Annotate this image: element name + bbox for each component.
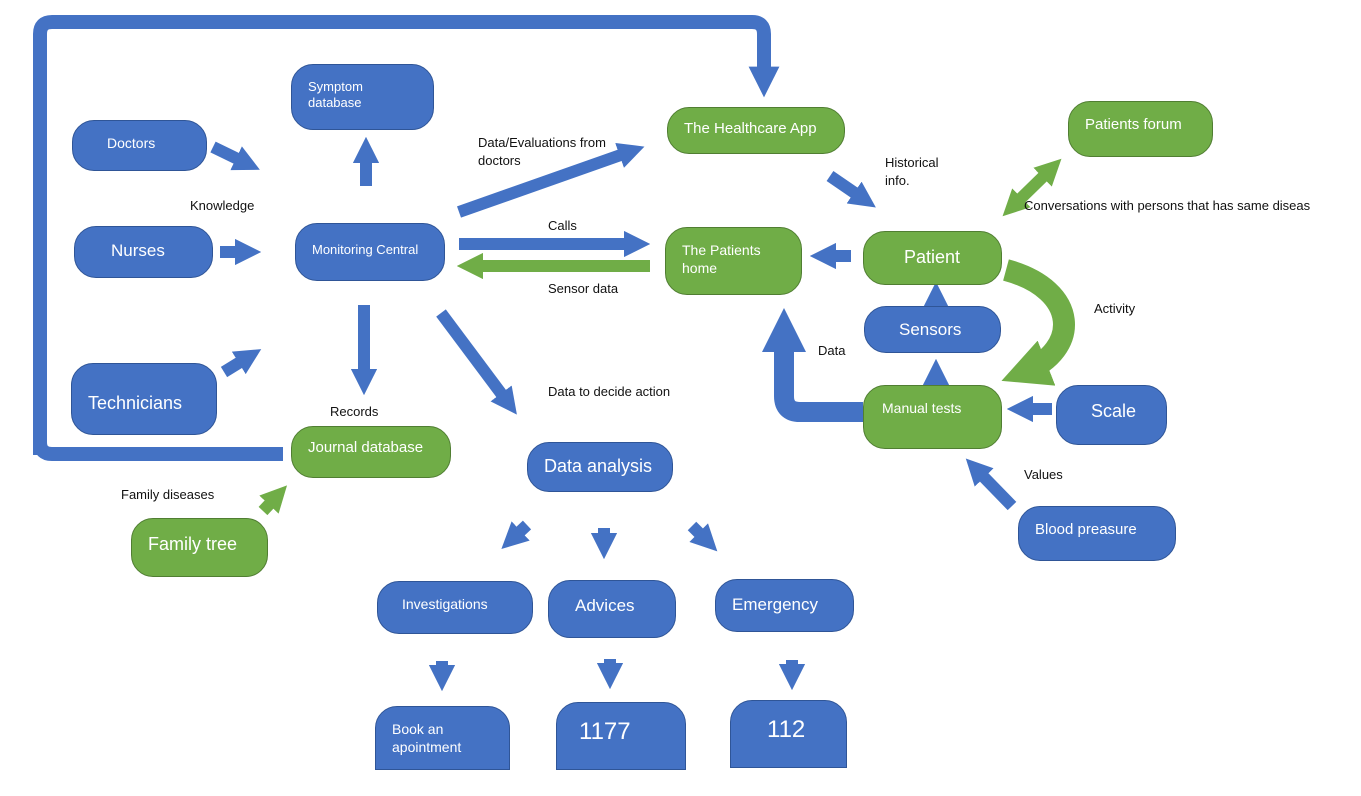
doctors-to-monitoring-arrow xyxy=(210,141,260,171)
activity-curved-arrow xyxy=(1001,259,1075,386)
app-to-patient-arrow xyxy=(826,171,876,208)
sensors-box[interactable]: Sensors xyxy=(864,306,1001,353)
conversations-label: Conversations with persons that has same… xyxy=(1024,198,1311,213)
records-label: Records xyxy=(330,404,379,419)
symptom-database-box[interactable]: Symptom database xyxy=(291,64,434,130)
technicians-to-monitoring-arrow xyxy=(220,349,262,378)
forum-patient-conversation-arrow xyxy=(1002,158,1062,217)
doctors-box[interactable]: Doctors xyxy=(72,120,207,171)
monitoring-central-box[interactable]: Monitoring Central xyxy=(295,223,445,281)
calls-label: Calls xyxy=(548,218,577,233)
analysis-to-investigations-arrow xyxy=(501,520,532,550)
data-label: Data xyxy=(818,343,846,358)
data-evaluations-label: Data/Evaluations from doctors xyxy=(478,135,606,168)
nurses-box[interactable]: Nurses xyxy=(74,226,213,278)
sensor-data-label: Sensor data xyxy=(548,281,619,296)
manual-tests-box[interactable]: Manual tests xyxy=(863,385,1002,449)
advices-box[interactable]: Advices xyxy=(548,580,676,638)
data-to-decide-label: Data to decide action xyxy=(548,384,671,399)
family-tree-box[interactable]: Family tree xyxy=(131,518,268,577)
investigations-box[interactable]: Investigations xyxy=(377,581,533,634)
monitoring-to-analysis-arrow xyxy=(436,309,517,415)
analysis-to-emergency-arrow xyxy=(687,521,718,552)
number-112-box[interactable]: 112 xyxy=(730,700,847,768)
historical-info-label: Historical info. xyxy=(885,155,939,188)
patient-box[interactable]: Patient xyxy=(863,231,1002,285)
blood-to-manual-arrow xyxy=(965,458,1017,511)
data-analysis-box[interactable]: Data analysis xyxy=(527,442,673,492)
patients-home-box[interactable]: The Patients home xyxy=(665,227,802,295)
blood-preasure-box[interactable]: Blood preasure xyxy=(1018,506,1176,561)
emergency-box[interactable]: Emergency xyxy=(715,579,854,632)
familytree-to-journal-arrow xyxy=(258,485,288,516)
technicians-box[interactable]: Technicians xyxy=(71,363,217,435)
book-apointment-box[interactable]: Book an apointment xyxy=(375,706,510,770)
manual-to-home-data-arrow xyxy=(761,307,863,422)
patients-forum-box[interactable]: Patients forum xyxy=(1068,101,1213,157)
monitoring-to-app-arrow xyxy=(457,142,645,218)
family-diseases-label: Family diseases xyxy=(121,487,215,502)
values-label: Values xyxy=(1024,467,1063,482)
healthcare-app-box[interactable]: The Healthcare App xyxy=(667,107,845,154)
number-1177-box[interactable]: 1177 xyxy=(556,702,686,770)
activity-label: Activity xyxy=(1094,301,1136,316)
journal-database-box[interactable]: Journal database xyxy=(291,426,451,478)
scale-box[interactable]: Scale xyxy=(1056,385,1167,445)
knowledge-label: Knowledge xyxy=(190,198,255,213)
